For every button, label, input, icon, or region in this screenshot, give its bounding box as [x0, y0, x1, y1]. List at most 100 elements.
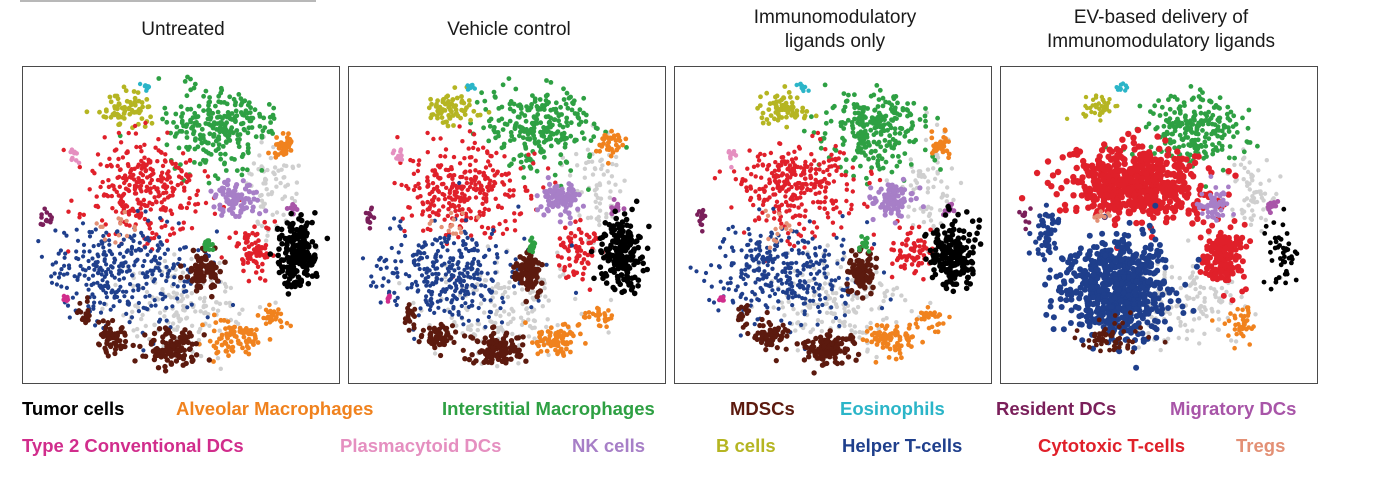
cell-point — [143, 120, 148, 126]
cell-point — [541, 185, 546, 190]
cell-point — [250, 340, 256, 345]
cell-point — [399, 259, 404, 264]
cell-point — [831, 232, 836, 237]
cell-point — [184, 315, 190, 320]
cell-point — [120, 193, 126, 198]
cell-point — [222, 124, 228, 130]
cell-point — [618, 227, 624, 234]
cell-point — [532, 151, 537, 156]
cell-point — [112, 106, 118, 111]
cell-point — [477, 209, 482, 215]
cell-point — [539, 280, 545, 286]
cell-point — [568, 236, 574, 242]
cell-point — [100, 224, 105, 229]
cell-point — [258, 204, 264, 209]
cell-point — [144, 289, 150, 295]
cell-point — [456, 195, 461, 200]
cell-point — [225, 110, 231, 115]
cell-point — [827, 296, 833, 301]
cell-point — [259, 140, 264, 145]
cell-point — [874, 342, 880, 347]
cell-point — [831, 311, 836, 316]
cell-point — [485, 244, 491, 249]
cell-point — [164, 184, 170, 189]
cell-point — [184, 289, 189, 294]
cell-point — [145, 187, 151, 192]
cell-point — [268, 318, 273, 323]
cell-point — [192, 110, 198, 116]
cell-point — [116, 193, 122, 198]
cell-point — [451, 273, 456, 278]
cell-point — [411, 322, 417, 328]
cell-point — [412, 306, 418, 312]
cell-point — [557, 274, 563, 279]
cluster-alveolar-macrophages — [261, 302, 294, 330]
cell-point — [481, 212, 486, 217]
cell-point — [212, 272, 218, 278]
cell-point — [602, 316, 608, 322]
cell-point — [164, 305, 169, 310]
cell-point — [110, 317, 116, 324]
cell-point — [266, 192, 271, 197]
cell-point — [582, 265, 587, 271]
cell-point — [932, 176, 938, 182]
cell-point — [184, 93, 190, 99]
cell-point — [893, 347, 898, 353]
cell-point — [121, 254, 126, 259]
cell-point — [253, 134, 259, 140]
cell-point — [279, 167, 284, 172]
cell-point — [394, 266, 399, 271]
cell-point — [159, 179, 164, 184]
cell-point — [842, 319, 847, 325]
cell-point — [257, 245, 263, 251]
cell-point — [175, 284, 180, 289]
cell-point — [130, 273, 135, 278]
cluster-cytotoxic-t-cells — [61, 120, 243, 260]
cell-point — [568, 349, 573, 355]
cell-point — [160, 163, 166, 169]
cell-point — [615, 265, 622, 272]
cell-point — [864, 324, 870, 330]
cell-point — [474, 338, 480, 344]
cell-point — [819, 328, 824, 334]
cell-point — [576, 253, 581, 259]
cell-point — [461, 278, 466, 284]
cell-point — [250, 230, 255, 236]
cell-point — [281, 212, 286, 217]
cell-point — [273, 154, 279, 160]
cell-point — [301, 237, 308, 244]
cell-point — [614, 162, 619, 168]
cell-point — [502, 309, 507, 314]
cell-point — [256, 238, 261, 243]
cell-point — [230, 210, 236, 216]
cell-point — [438, 153, 443, 159]
cell-point — [865, 349, 870, 354]
cell-point — [426, 105, 432, 111]
cell-point — [141, 348, 146, 353]
cell-point — [289, 226, 296, 233]
cell-point — [528, 246, 534, 252]
cell-point — [796, 320, 801, 325]
cell-point — [164, 119, 170, 125]
cell-point — [420, 327, 426, 333]
cell-point — [789, 112, 794, 118]
cell-point — [218, 100, 224, 105]
cell-point — [630, 248, 637, 255]
cell-point — [116, 156, 121, 162]
cell-point — [590, 172, 596, 177]
cell-point — [251, 161, 257, 166]
cell-point — [479, 224, 485, 230]
cell-point — [568, 94, 573, 100]
cell-point — [440, 107, 446, 112]
cell-point — [413, 184, 418, 189]
cell-point — [118, 140, 124, 145]
cell-point — [465, 265, 470, 270]
cluster-alveolar-macrophages — [266, 131, 294, 160]
cell-point — [477, 190, 483, 195]
cell-point — [176, 145, 182, 151]
cell-point — [501, 300, 506, 305]
cell-point — [635, 277, 642, 283]
cell-point — [511, 193, 516, 198]
cell-point — [581, 136, 587, 141]
cell-point — [479, 90, 484, 96]
